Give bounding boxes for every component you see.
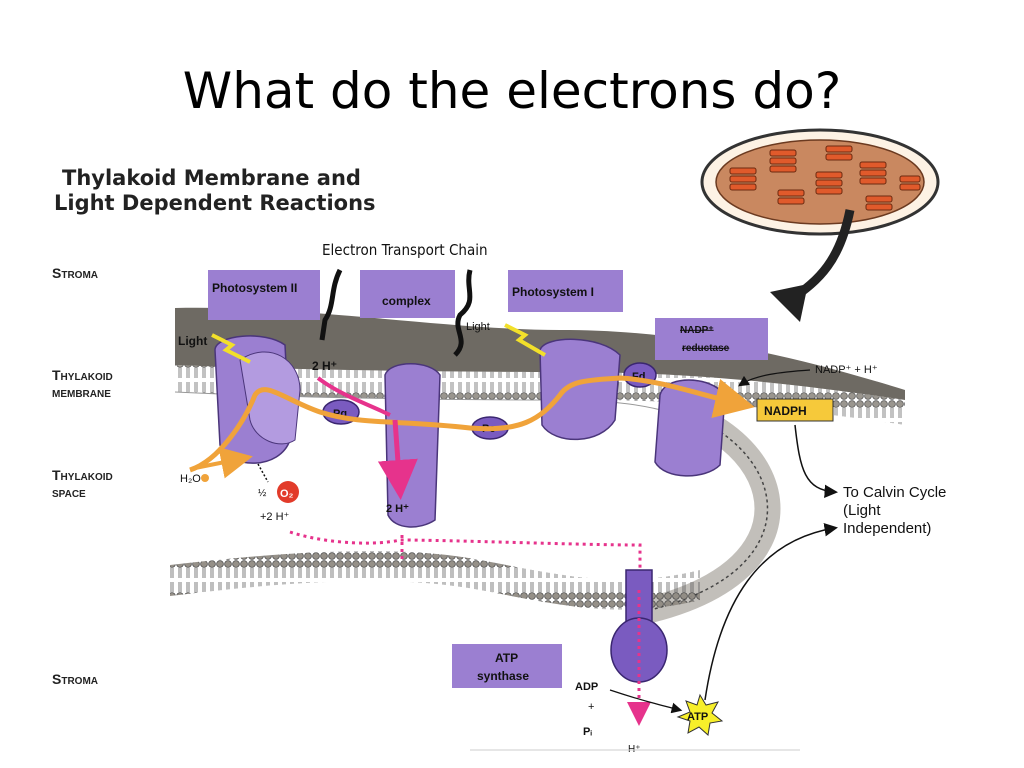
label-nadp-reductase-line2: reductase [682,343,730,354]
diagram-heading-line2: Light Dependent Reactions [54,191,376,215]
atp-to-calvin-arrow [704,523,838,701]
o2-molecule [277,481,299,503]
label-nadp-plus-h: NADP⁺ + H⁺ [815,364,878,376]
label-h-plus-o2: +2 H⁺ [260,511,290,523]
proton-path-down [377,419,418,500]
label-water: H₂O [180,473,201,485]
label-adp: ADP [575,681,598,693]
thylakoid-membrane-lower [170,550,700,610]
atp-star [676,693,724,736]
label-photosystem-i: Photosystem I [512,285,594,299]
label-nadp-reductase-line1: NADP⁺ [680,325,714,336]
box-nadp-reductase [655,318,768,360]
page-title: What do the electrons do? [182,62,842,120]
region-membrane-line1: Thylakoid [52,367,113,383]
label-light-2: Light [466,321,490,333]
nadp-reductase-protein [654,379,726,477]
label-pi: Pᵢ [583,726,592,738]
box-photosystem-i [508,270,623,312]
label-h-plus-top: 2 H⁺ [312,359,337,373]
proton-dotted-path [289,530,642,570]
region-space-line1: Thylakoid [52,467,113,483]
region-stroma-top: Stroma [52,265,98,281]
annotation-etc: Electron Transport Chain [322,241,488,259]
label-plus: + [588,701,594,713]
label-complex: complex [382,294,431,308]
box-nadph [756,398,834,422]
proton-path-top [316,376,391,417]
box-cytochrome-complex [360,270,455,318]
water-electron-arrow [194,447,253,479]
label-calvin-line2: (Light [843,502,881,519]
label-h-plus-space: 2 H⁺ [386,503,409,515]
light-bolt-2 [504,323,546,357]
label-calvin-line1: To Calvin Cycle [843,484,946,501]
region-space-line2: space [52,484,86,500]
region-stroma-bottom: Stroma [52,671,98,687]
label-light-1: Light [178,334,207,348]
region-membrane-line2: membrane [52,384,111,400]
box-photosystem-ii [208,270,320,320]
label-photosystem-ii: Photosystem II [212,281,297,295]
nadp-arrow [738,369,811,387]
label-atp-synthase-line2: synthase [477,669,529,683]
nadph-to-calvin-arrow [794,424,838,499]
electron-path [189,375,755,473]
etc-marker-left [319,268,343,341]
adp-to-atp-arrow [609,689,683,714]
label-half: ½ [258,488,267,499]
light-bolt-1 [211,333,251,364]
diagram-heading-line1: Thylakoid Membrane and [62,166,361,190]
label-calvin-line3: Independent) [843,520,931,537]
chloroplast-illustration [700,128,940,322]
o2-dotted-arrow [257,463,269,483]
etc-marker-right [453,269,473,357]
label-atp: ATP [687,711,708,723]
water-dot [201,474,209,482]
photosystem-i-protein [539,338,621,441]
box-atp-synthase [452,644,562,688]
label-nadph: NADPH [764,404,807,418]
label-o2: O₂ [280,488,294,500]
label-atp-synthase-line1: ATP [495,651,518,665]
